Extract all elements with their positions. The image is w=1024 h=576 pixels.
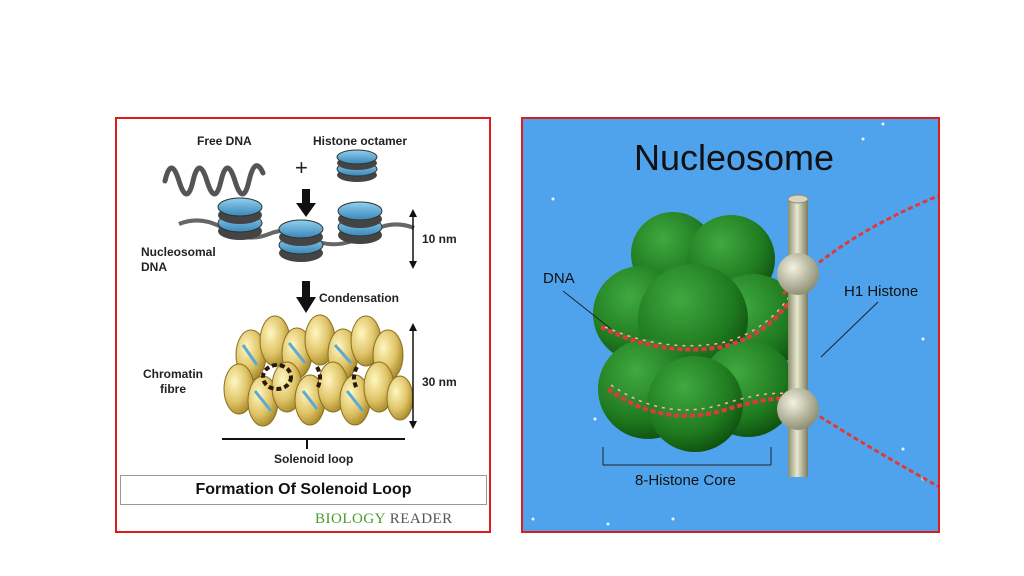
histone-octamer-label: Histone octamer bbox=[313, 134, 408, 148]
histone-core-label: 8-Histone Core bbox=[635, 472, 736, 489]
ten-nm-scale-bar bbox=[409, 209, 417, 269]
nucleosome-3d-graphic bbox=[531, 122, 938, 526]
histone-core-graphic bbox=[593, 212, 803, 452]
h1-histone-rod bbox=[777, 194, 819, 477]
arrow-down-icon bbox=[296, 189, 316, 217]
nucleosome-panel: Nucleosome DNA H1 Histone 8-Histone Core bbox=[521, 117, 940, 533]
chromatin-fibre-label: Chromatin fibre bbox=[143, 367, 203, 396]
chromatin-fibre-graphic bbox=[223, 314, 414, 427]
thirty-nm-scale-bar bbox=[409, 323, 417, 429]
nucleosome-disc-2 bbox=[278, 219, 324, 262]
nucleosome-disc-1 bbox=[217, 197, 263, 240]
diagram-caption: Formation Of Solenoid Loop bbox=[195, 481, 412, 498]
dna-label: DNA bbox=[543, 270, 575, 287]
caption-box: Formation Of Solenoid Loop bbox=[120, 475, 487, 505]
solenoid-loop-label: Solenoid loop bbox=[274, 452, 354, 466]
dna-leader-line bbox=[562, 290, 612, 330]
condensation-arrow-icon bbox=[296, 281, 316, 313]
solenoid-loop-bracket bbox=[222, 438, 405, 449]
nucleosomal-dna-label: Nucleosomal DNA bbox=[141, 245, 216, 274]
brand-word-biology: BIOLOGY bbox=[315, 511, 386, 527]
ten-nm-label: 10 nm bbox=[422, 232, 457, 246]
histone-octamer-icon bbox=[336, 149, 378, 182]
core-bracket bbox=[602, 447, 772, 466]
nucleosome-disc-3 bbox=[337, 201, 383, 244]
condensation-label: Condensation bbox=[319, 291, 399, 305]
solenoid-formation-panel: Free DNA + Histone octamer Nucleosomal D… bbox=[115, 117, 491, 533]
nucleosome-title: Nucleosome bbox=[633, 137, 835, 178]
thirty-nm-label: 30 nm bbox=[422, 375, 457, 389]
h1-histone-label: H1 Histone bbox=[844, 283, 919, 300]
biology-reader-logo: BIOLOGY READER bbox=[315, 511, 453, 528]
plus-sign: + bbox=[295, 155, 308, 180]
solenoid-diagram-graphic bbox=[162, 149, 417, 449]
free-dna-strand bbox=[162, 163, 266, 197]
free-dna-label: Free DNA bbox=[197, 134, 252, 148]
h1-leader-line bbox=[820, 301, 879, 358]
brand-word-reader: READER bbox=[389, 511, 453, 527]
